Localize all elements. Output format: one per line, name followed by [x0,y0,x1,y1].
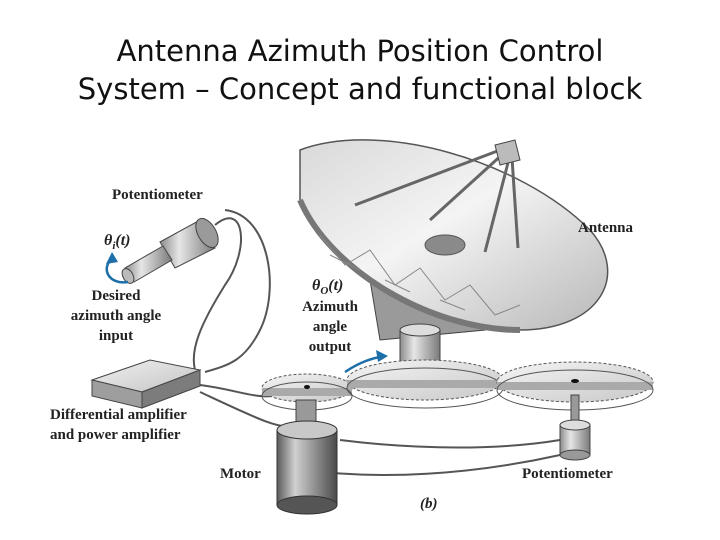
title-line-2: System – Concept and functional block [77,72,643,106]
label-potentiometer-input: Potentiometer [112,187,203,203]
label-output-1: Azimuth [302,299,358,315]
antenna-dish [297,139,609,333]
label-desired-3: input [99,328,133,344]
label-motor: Motor [220,466,261,482]
label-amplifier-2: and power amplifier [50,427,181,443]
label-potentiometer-output: Potentiometer [522,466,613,482]
title-line-1: Antenna Azimuth Position Control [116,34,604,68]
amplifier-box [90,359,202,409]
slide-title: Antenna Azimuth Position Control System … [0,32,720,108]
label-amplifier-1: Differential amplifier [50,407,187,423]
label-theta-i: θi(t) [104,232,130,252]
label-desired-1: Desired [92,288,142,304]
label-output-3: output [309,339,352,355]
label-antenna: Antenna [578,220,634,236]
label-output-2: angle [313,319,348,335]
label-panel-b: (b) [420,496,438,512]
label-desired-2: azimuth angle [71,308,162,324]
label-theta-o: θO(t) [312,277,343,297]
output-arrow-head [376,350,388,362]
motor [276,399,338,515]
gear-train [261,359,654,411]
input-potentiometer [105,217,219,284]
output-potentiometer [559,394,591,461]
